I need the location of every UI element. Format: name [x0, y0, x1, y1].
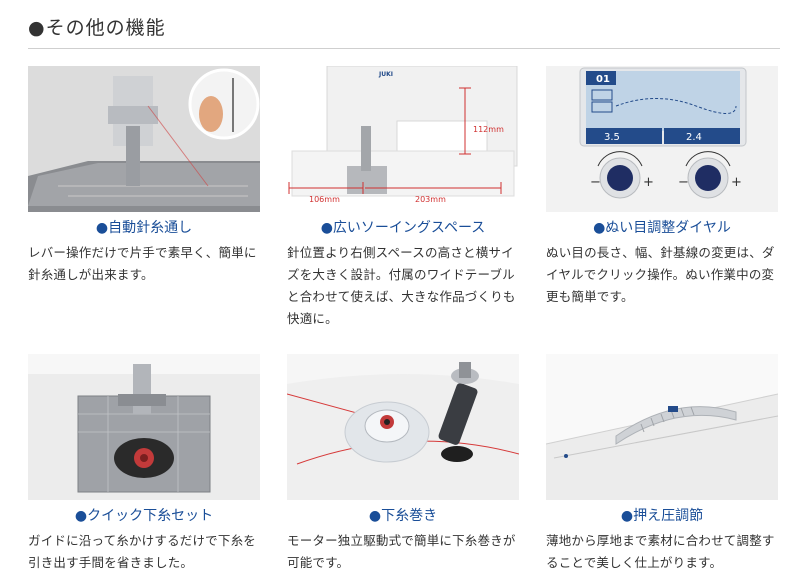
- feature-caption: ●下糸巻き: [368, 508, 438, 524]
- feature-description: ぬい目の長さ、幅、針基線の変更は、ダイヤルでクリック操作。ぬい作業中の変更も簡単…: [546, 245, 775, 304]
- stitch-dial-photo: 01 3.5 2.4 − + − +: [546, 66, 778, 212]
- lcd-width-value: 3.5: [604, 132, 620, 143]
- section-title: ●その他の機能: [28, 17, 166, 39]
- feature-caption: ●自動針糸通し: [95, 220, 193, 236]
- feature-card-quick-bobbin: ●クイック下糸セット ガイドに沿って糸かけするだけで下糸を引き出す手間を省きまし…: [28, 354, 260, 574]
- lcd-length-value: 2.4: [686, 132, 702, 143]
- dial-minus-sign: −: [678, 175, 689, 190]
- feature-card-stitch-dial: 01 3.5 2.4 − + − + ●ぬい目調整ダイヤル ぬい目の長さ、幅、針…: [546, 66, 778, 308]
- section-header: ●その他の機能: [28, 14, 780, 49]
- brand-logo: JUKI: [378, 71, 393, 78]
- feature-description: ガイドに沿って糸かけするだけで下糸を引き出す手間を省きました。: [28, 533, 256, 570]
- lcd-pattern-number: 01: [596, 74, 610, 85]
- feature-description: 針位置より右側スペースの高さと横サイズを大きく設計。付属のワイドテーブルと合わせ…: [287, 245, 516, 326]
- feature-caption: ●押え圧調節: [620, 508, 704, 524]
- feature-card-sewing-space: JUKI 112mm 106mm 203mm ●広いソーイングスペース 針位置よ…: [287, 66, 519, 330]
- feature-caption: ●クイック下糸セット: [74, 508, 214, 524]
- feature-card-bobbin-winding: ●下糸巻き モーター独立駆動式で簡単に下糸巻きが可能です。: [287, 354, 519, 574]
- dial-plus-sign: +: [643, 175, 654, 190]
- feature-description: 薄地から厚地まで素材に合わせて調整することで美しく仕上がります。: [546, 533, 775, 570]
- feature-caption: ●広いソーイングスペース: [320, 220, 486, 236]
- right-dim-label: 203mm: [415, 195, 446, 204]
- presser-pressure-photo: [546, 354, 778, 500]
- feature-card-presser-pressure: ●押え圧調節 薄地から厚地まで素材に合わせて調整することで美しく仕上がります。: [546, 354, 778, 574]
- quick-bobbin-photo: [28, 354, 260, 500]
- height-dim-label: 112mm: [473, 125, 504, 134]
- feature-description: レバー操作だけで片手で素早く、簡単に針糸通しが出来ます。: [28, 245, 257, 282]
- dial-minus-sign: −: [590, 175, 601, 190]
- feature-description: モーター独立駆動式で簡単に下糸巻きが可能です。: [287, 533, 516, 570]
- bobbin-winding-photo: [287, 354, 519, 500]
- feature-caption: ●ぬい目調整ダイヤル: [593, 220, 731, 236]
- needle-threader-photo: [28, 66, 260, 212]
- dial-plus-sign: +: [731, 175, 742, 190]
- left-dim-label: 106mm: [309, 195, 340, 204]
- sewing-space-photo: JUKI 112mm 106mm 203mm: [287, 66, 519, 212]
- feature-card-needle-threader: ●自動針糸通し レバー操作だけで片手で素早く、簡単に針糸通しが出来ます。: [28, 66, 260, 286]
